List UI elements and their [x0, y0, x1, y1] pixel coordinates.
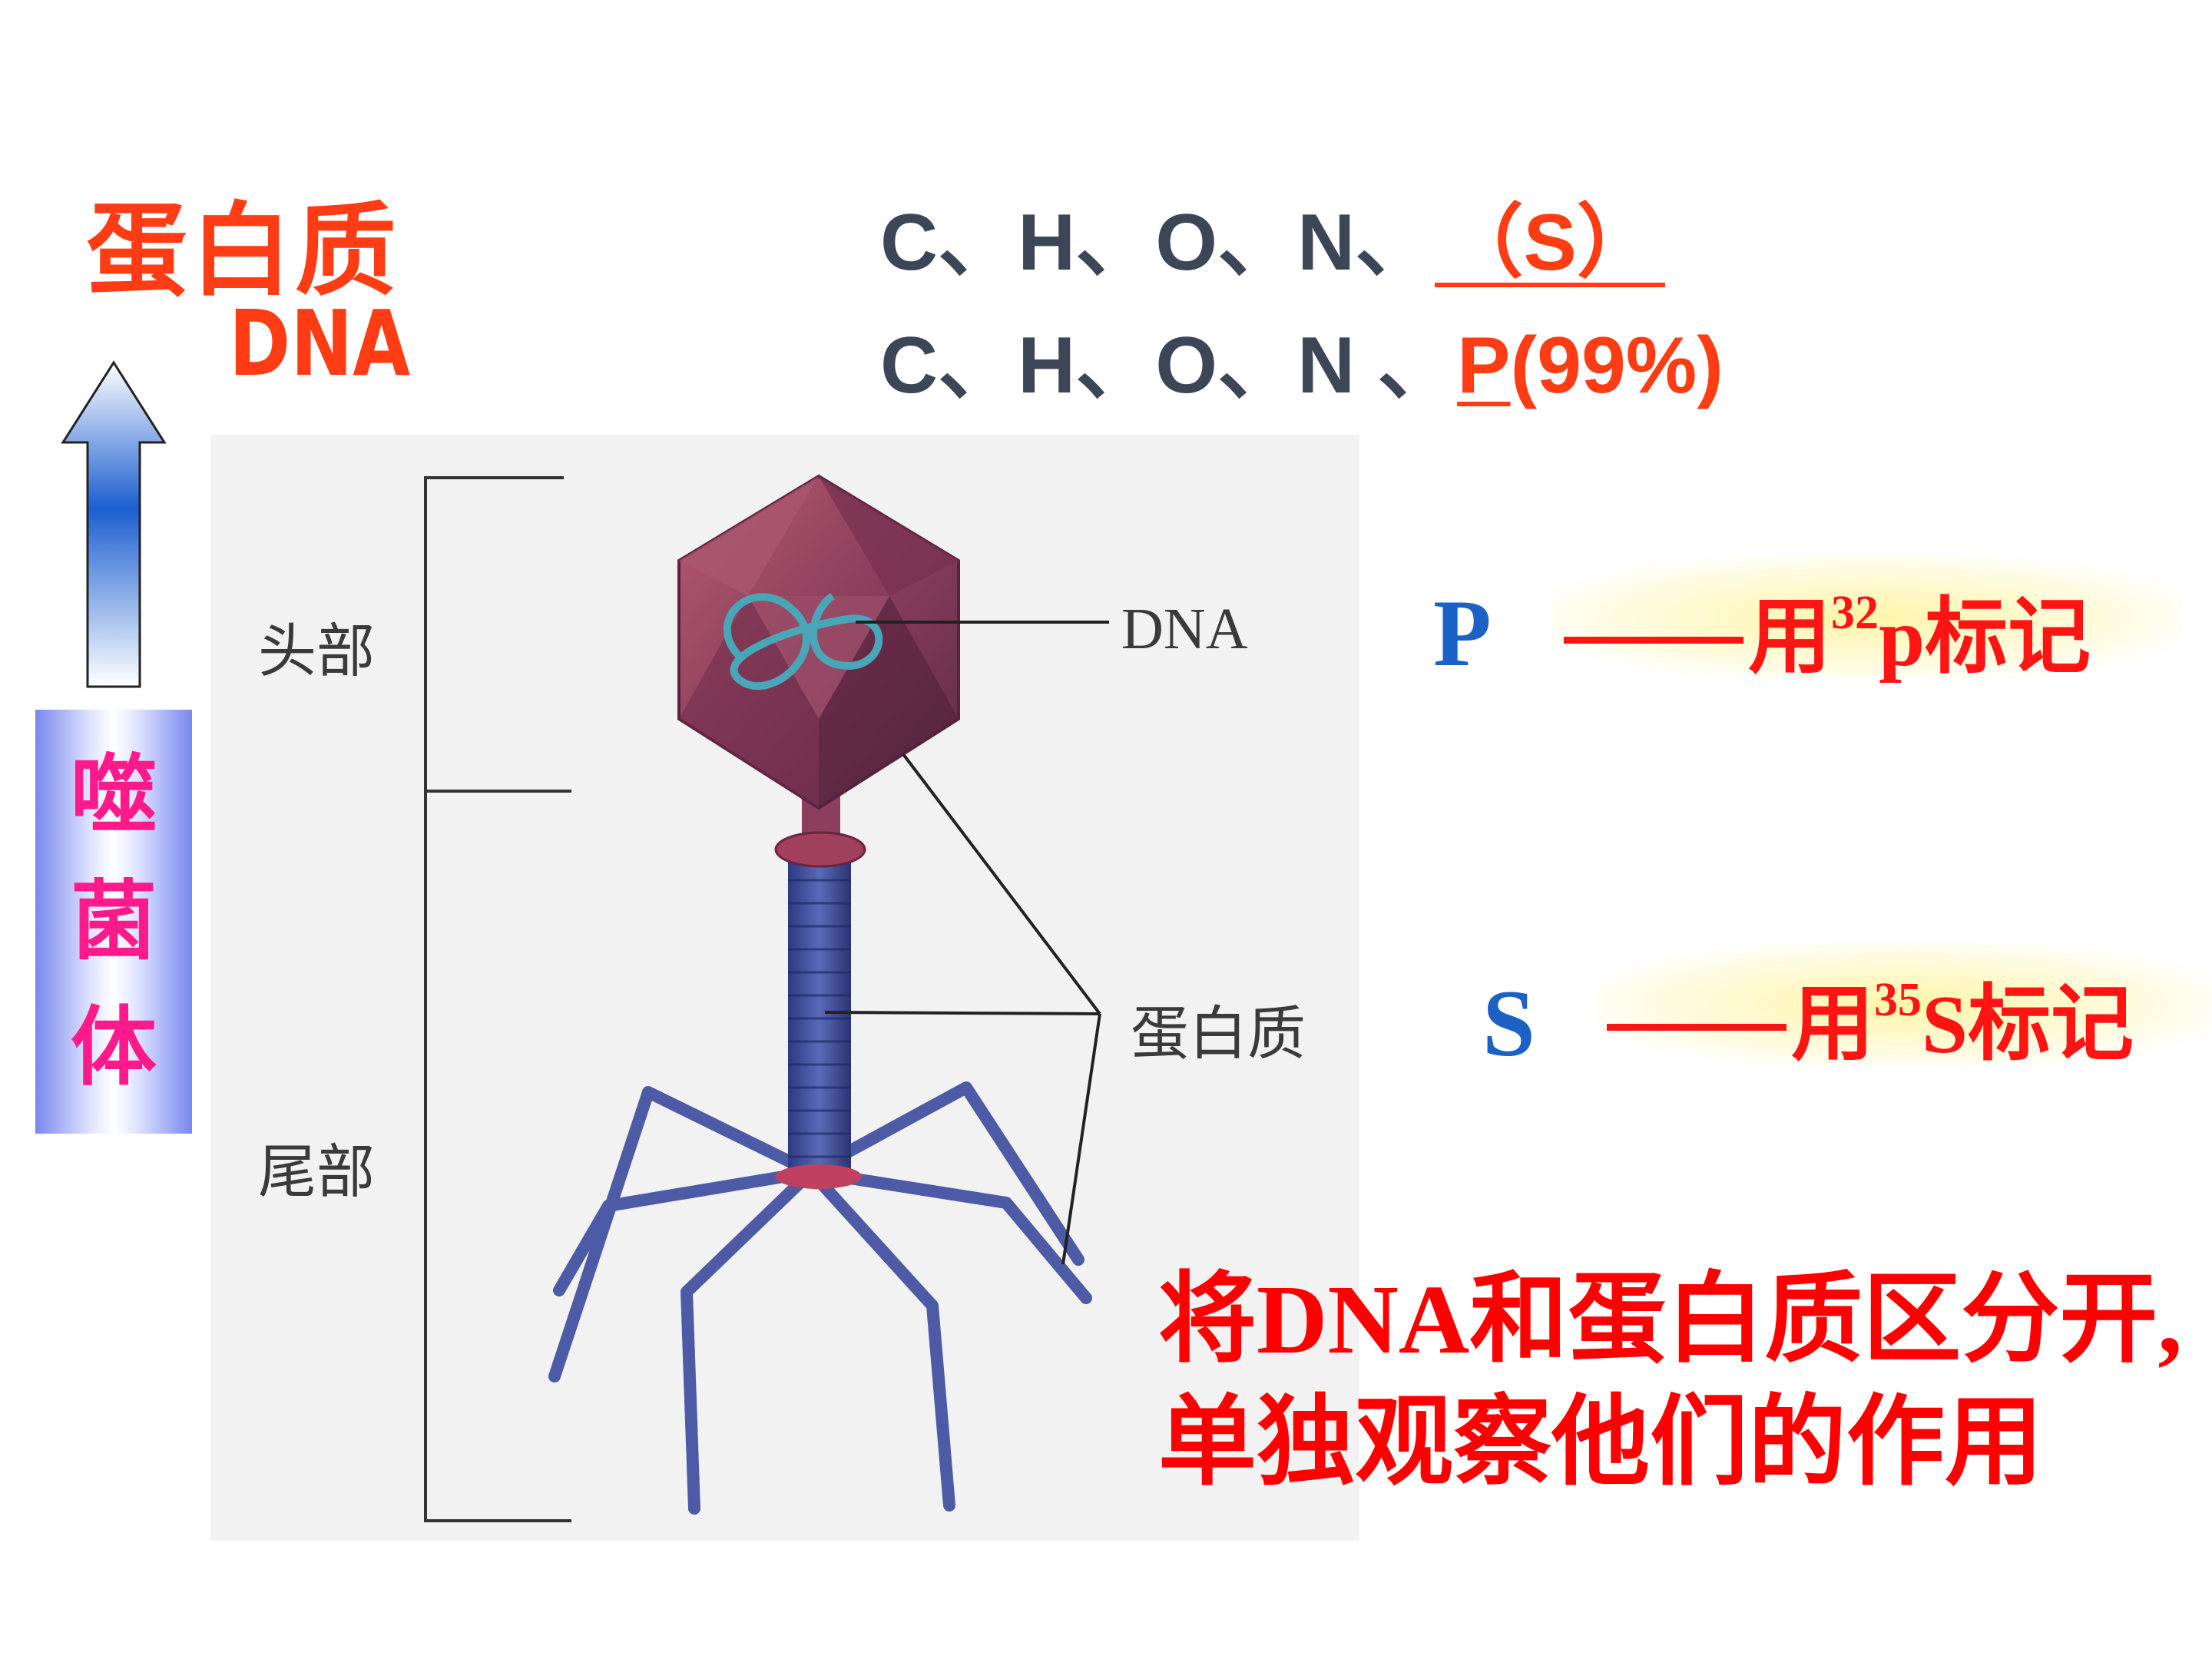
- head-bracket: [424, 476, 571, 1522]
- banner-char: 体: [71, 998, 157, 1098]
- banner-char: 菌: [71, 872, 157, 972]
- dna-heading: DNA: [229, 290, 411, 396]
- s-isotope: 35: [1874, 974, 1922, 1026]
- note-line-1: 将DNA和蛋白质区分开,: [1158, 1265, 2183, 1374]
- dna-phosphorus: P: [1457, 321, 1511, 410]
- p-prefix: 用: [1748, 592, 1832, 684]
- protein-label: 蛋白质: [1131, 1002, 1306, 1067]
- phosphorus-letter: P: [1433, 581, 1492, 686]
- dna-elements: C、H、O、N 、: [880, 321, 1458, 410]
- head-label: 头部: [258, 620, 375, 684]
- protein-sulfur: （S）: [1435, 203, 1666, 287]
- sulfur-highlight: [1598, 943, 2212, 1066]
- s-suffix: S标记: [1922, 979, 2134, 1071]
- tail-label: 尾部: [258, 1141, 375, 1205]
- protein-heading: 蛋白质: [86, 192, 399, 310]
- s-prefix: 用: [1791, 979, 1875, 1071]
- baseplate: [776, 1164, 862, 1189]
- dash-line: [1607, 1024, 1786, 1031]
- p-suffix: p标记: [1879, 592, 2091, 684]
- banner-char: 噬: [71, 746, 157, 846]
- phage-structure-diagram: [424, 474, 1109, 1522]
- phage-head: [677, 474, 960, 810]
- sulfur-label-text: 用35S标记: [1607, 957, 2134, 1077]
- conclusion-note: 将DNA和蛋白质区分开, 单独观察他们的作用: [1158, 1258, 2182, 1504]
- phosphorus-label-text: 用32p标记: [1564, 570, 2091, 690]
- phosphorus-highlight: [1551, 556, 2181, 679]
- dna-phosphorus-percent: (99%): [1510, 321, 1724, 410]
- dash-line: [1564, 637, 1743, 644]
- p-isotope: 32: [1831, 587, 1879, 639]
- sulfur-letter: S: [1482, 971, 1535, 1076]
- phage-collar: [774, 831, 866, 868]
- tail-fibers: [548, 1081, 1092, 1515]
- protein-elements: C、H、O、N、: [880, 198, 1435, 287]
- dna-elements-row: C、H、O、N 、P(99%): [880, 300, 1724, 416]
- dna-label: DNA: [1121, 597, 1248, 661]
- tail-sheath: [788, 862, 851, 1172]
- note-line-2: 单独观察他们的作用: [1158, 1388, 2044, 1497]
- protein-elements-row: C、H、O、N、（S）: [880, 177, 1666, 293]
- up-arrow-icon: [61, 360, 167, 688]
- bacteriophage-banner: 噬 菌 体: [35, 710, 192, 1134]
